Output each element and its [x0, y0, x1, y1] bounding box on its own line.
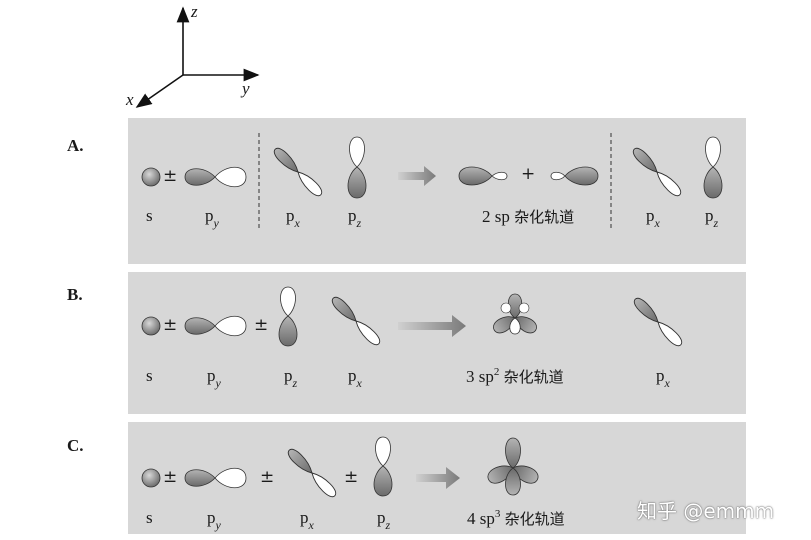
plusminus-c-3: ±	[344, 467, 359, 487]
plusminus-a: ±	[163, 166, 178, 186]
px-orbital-b-right	[633, 297, 683, 347]
label-py-c: py	[207, 508, 221, 532]
s-orbital-c	[141, 468, 161, 488]
plusminus-b-2: ±	[254, 315, 269, 335]
py-orbital-c	[184, 467, 247, 489]
arrow-a	[398, 166, 436, 186]
result-c: 4 sp3 杂化轨道	[467, 508, 565, 528]
z-axis-label: z	[191, 2, 198, 21]
watermark: 知乎 @emmm	[637, 499, 775, 523]
label-px-c: px	[300, 508, 314, 532]
result-a: 2 sp 杂化轨道	[482, 207, 575, 226]
label-py-b: py	[207, 366, 221, 390]
label-s-a: s	[146, 206, 153, 225]
py-orbital-a	[184, 166, 247, 188]
label-py-a: py	[205, 206, 219, 230]
pz-orbital-c	[373, 436, 393, 497]
label-s-b: s	[146, 366, 153, 385]
s-orbital-b	[141, 316, 161, 336]
px-orbital-a	[273, 147, 323, 197]
s-orbital-a	[141, 167, 161, 187]
label-px-b: px	[348, 366, 362, 390]
row-label-c: C.	[67, 436, 84, 455]
label-s-c: s	[146, 508, 153, 527]
plusminus-b-1: ±	[163, 315, 178, 335]
label-pz-a-right: pz	[705, 206, 719, 230]
y-axis-label: y	[242, 79, 250, 98]
sp-orbital-1	[458, 166, 508, 186]
pz-orbital-a-right	[703, 136, 723, 199]
arrow-b	[398, 315, 466, 337]
plusminus-c-2: ±	[260, 467, 275, 487]
sp3-orbitals	[487, 437, 539, 496]
result-b: 3 sp2 杂化轨道	[466, 366, 564, 386]
px-orbital-c	[287, 448, 337, 498]
label-pz-a: pz	[348, 206, 362, 230]
panel-b	[128, 272, 746, 414]
sp-orbital-2	[550, 166, 599, 186]
pz-orbital-a	[347, 136, 367, 199]
pz-orbital-b	[278, 286, 298, 347]
panel-a	[128, 118, 746, 264]
sp2-orbitals	[493, 293, 537, 335]
label-pz-b: pz	[284, 366, 298, 390]
x-axis-label: x	[126, 90, 134, 109]
x-axis	[135, 74, 184, 108]
px-orbital-a-right	[632, 147, 682, 197]
label-px-a-right: px	[646, 206, 660, 230]
plusminus-c-1: ±	[163, 467, 178, 487]
plus-a: +	[521, 164, 536, 184]
label-px-b-right: px	[656, 366, 670, 390]
label-px-a: px	[286, 206, 300, 230]
py-orbital-b	[184, 315, 247, 337]
label-pz-c: pz	[377, 508, 391, 532]
arrow-c	[416, 467, 460, 489]
row-label-a: A.	[67, 136, 84, 155]
px-orbital-b	[331, 296, 381, 346]
row-label-b: B.	[67, 285, 83, 304]
